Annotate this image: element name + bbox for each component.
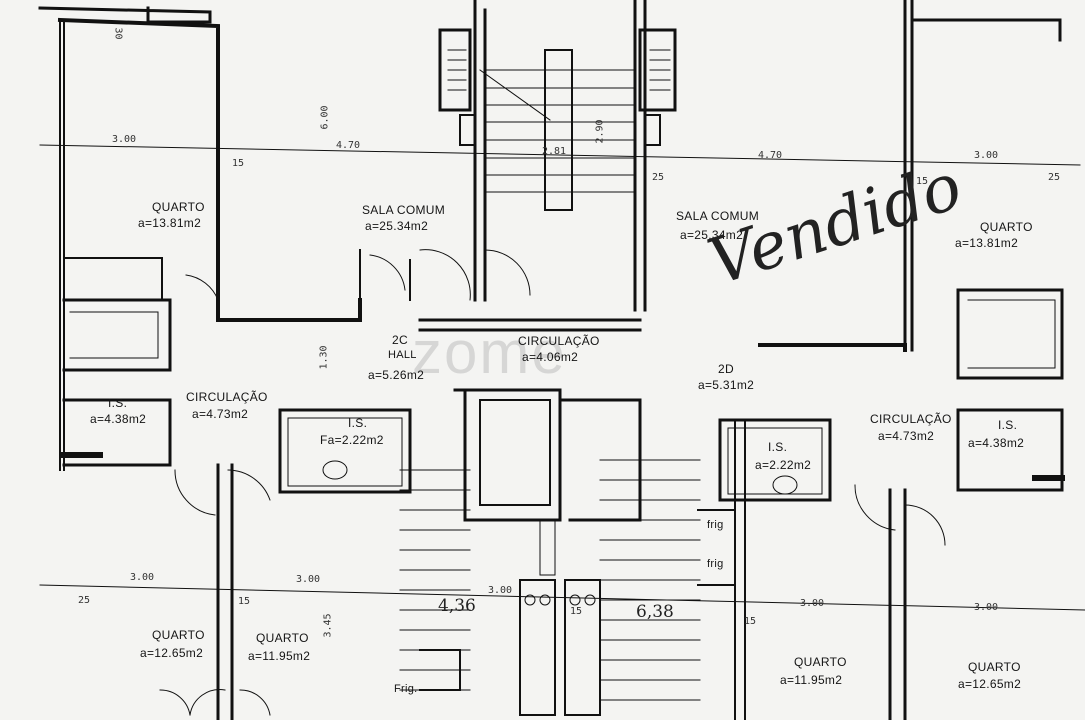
room-quarto-tl-name: QUARTO [152, 200, 205, 214]
room-hall-r-code: 2D [718, 362, 734, 376]
room-hall-r-area: a=5.31m2 [698, 378, 755, 392]
dim-label: 3.00 [488, 585, 513, 596]
room-quarto-br1-area: a=11.95m2 [780, 673, 843, 687]
dim-label: 15 [570, 606, 583, 617]
dim-label: 4.70 [336, 140, 361, 151]
fixture-frig-1: frig [707, 519, 724, 531]
dim-label: 25 [78, 595, 91, 606]
room-sala-r-area: a=25.34m2 [680, 228, 744, 242]
dim-label: 15 [238, 596, 251, 607]
room-quarto-br1-name: QUARTO [794, 655, 847, 669]
room-is-l-area: a=4.38m2 [90, 412, 147, 426]
room-hall-name: HALL [388, 349, 417, 361]
room-is-l-name: I.S. [108, 396, 128, 410]
room-is-ml-name: I.S. [348, 416, 368, 430]
dim-label: 30 [112, 27, 124, 40]
room-is-ml-area: Fa=2.22m2 [320, 433, 384, 447]
dim-label: 25 [1048, 172, 1061, 183]
room-sala-l-name: SALA COMUM [362, 203, 446, 217]
room-is-r-name: I.S. [998, 418, 1018, 432]
dim-label: 3.00 [800, 598, 825, 609]
dim-label: 3.00 [296, 574, 321, 585]
dim-label: 3.00 [130, 572, 155, 583]
room-quarto-bl1-area: a=12.65m2 [140, 646, 204, 660]
room-hall-code: 2C [392, 333, 408, 347]
fixture-frig-2: frig [707, 558, 724, 570]
dim-label: 6.00 [319, 105, 331, 130]
dim-label: 3.00 [974, 150, 999, 161]
room-quarto-bl1-name: QUARTO [152, 628, 205, 642]
room-hall-area: a=5.26m2 [368, 368, 425, 382]
room-quarto-br2-area: a=12.65m2 [958, 677, 1022, 691]
room-circ-r-name: CIRCULAÇÃO [870, 412, 952, 426]
handwritten-note: 4,36 [438, 596, 476, 616]
room-quarto-tr-area: a=13.81m2 [955, 236, 1019, 250]
dim-label: 2.81 [542, 146, 567, 157]
dim-label: 2.90 [594, 119, 606, 144]
dim-label: 4.70 [758, 150, 783, 161]
room-sala-l-area: a=25.34m2 [365, 219, 429, 233]
dim-label: 25 [652, 172, 665, 183]
fixture-frig-3: Frig. [394, 683, 418, 695]
watermark: zome [412, 319, 567, 386]
room-quarto-tr-name: QUARTO [980, 220, 1033, 234]
room-circ-mid-area: a=4.06m2 [522, 350, 579, 364]
room-quarto-br2-name: QUARTO [968, 660, 1021, 674]
room-sala-r-name: SALA COMUM [676, 209, 760, 223]
room-is-r-area: a=4.38m2 [968, 436, 1025, 450]
dim-label: 15 [916, 176, 929, 187]
room-is-mr-area: a=2.22m2 [755, 458, 812, 472]
dim-label: 15 [232, 158, 245, 169]
dim-label: 3.00 [112, 134, 137, 145]
room-quarto-bl2-area: a=11.95m2 [248, 649, 311, 663]
dim-label: 3.45 [322, 613, 334, 638]
room-circ-r-area: a=4.73m2 [878, 429, 935, 443]
dim-label: 1.30 [318, 345, 330, 370]
room-circ-l-area: a=4.73m2 [192, 407, 249, 421]
room-quarto-bl2-name: QUARTO [256, 631, 309, 645]
dim-label: 15 [744, 616, 757, 627]
room-quarto-tl-area: a=13.81m2 [138, 216, 202, 230]
room-circ-l-name: CIRCULAÇÃO [186, 390, 268, 404]
dim-label: 3.00 [974, 602, 999, 613]
room-circ-mid-name: CIRCULAÇÃO [518, 334, 600, 348]
handwritten-note: 6,38 [636, 602, 674, 622]
room-is-mr-name: I.S. [768, 440, 788, 454]
